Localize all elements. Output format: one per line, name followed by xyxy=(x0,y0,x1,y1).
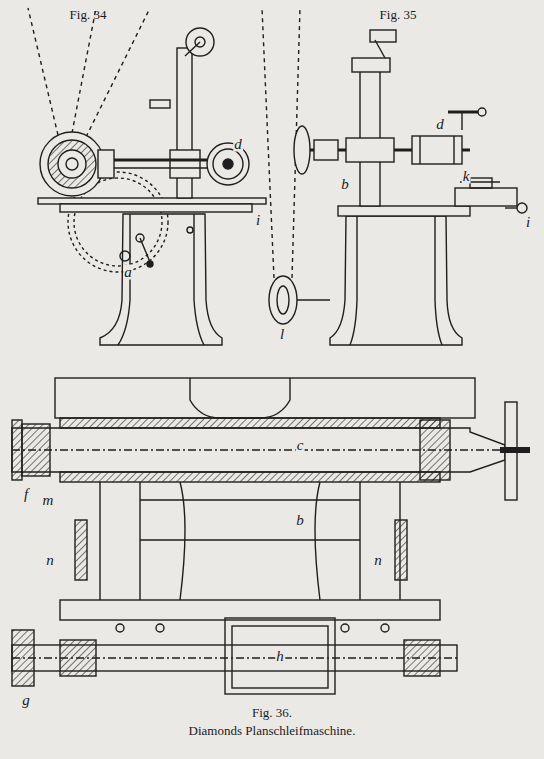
caption: Diamonds Planschleifmaschine. xyxy=(189,724,356,737)
side-view xyxy=(28,8,266,345)
part-letter: c xyxy=(296,438,305,453)
part-letter: d xyxy=(233,137,243,152)
part-letter: f xyxy=(23,487,29,502)
part-letter: n xyxy=(373,553,383,568)
part-letter: d xyxy=(435,117,445,132)
plan-section xyxy=(12,378,530,694)
part-letter: a xyxy=(123,265,133,280)
figure-number: Fig. 36. xyxy=(252,706,292,719)
part-letter: l xyxy=(279,327,285,342)
front-view xyxy=(262,8,527,345)
part-letter: b xyxy=(340,177,350,192)
part-letter: n xyxy=(45,553,55,568)
part-letter: i xyxy=(255,213,261,228)
figure-number: Fig. 34 xyxy=(70,8,107,21)
part-letter: g xyxy=(21,693,31,708)
part-letter: m xyxy=(42,493,55,508)
part-letter: i xyxy=(525,215,531,230)
part-letter: b xyxy=(295,513,305,528)
part-letter: h xyxy=(275,649,285,664)
figure-number: Fig. 35 xyxy=(380,8,417,21)
part-letter: k xyxy=(462,169,471,184)
